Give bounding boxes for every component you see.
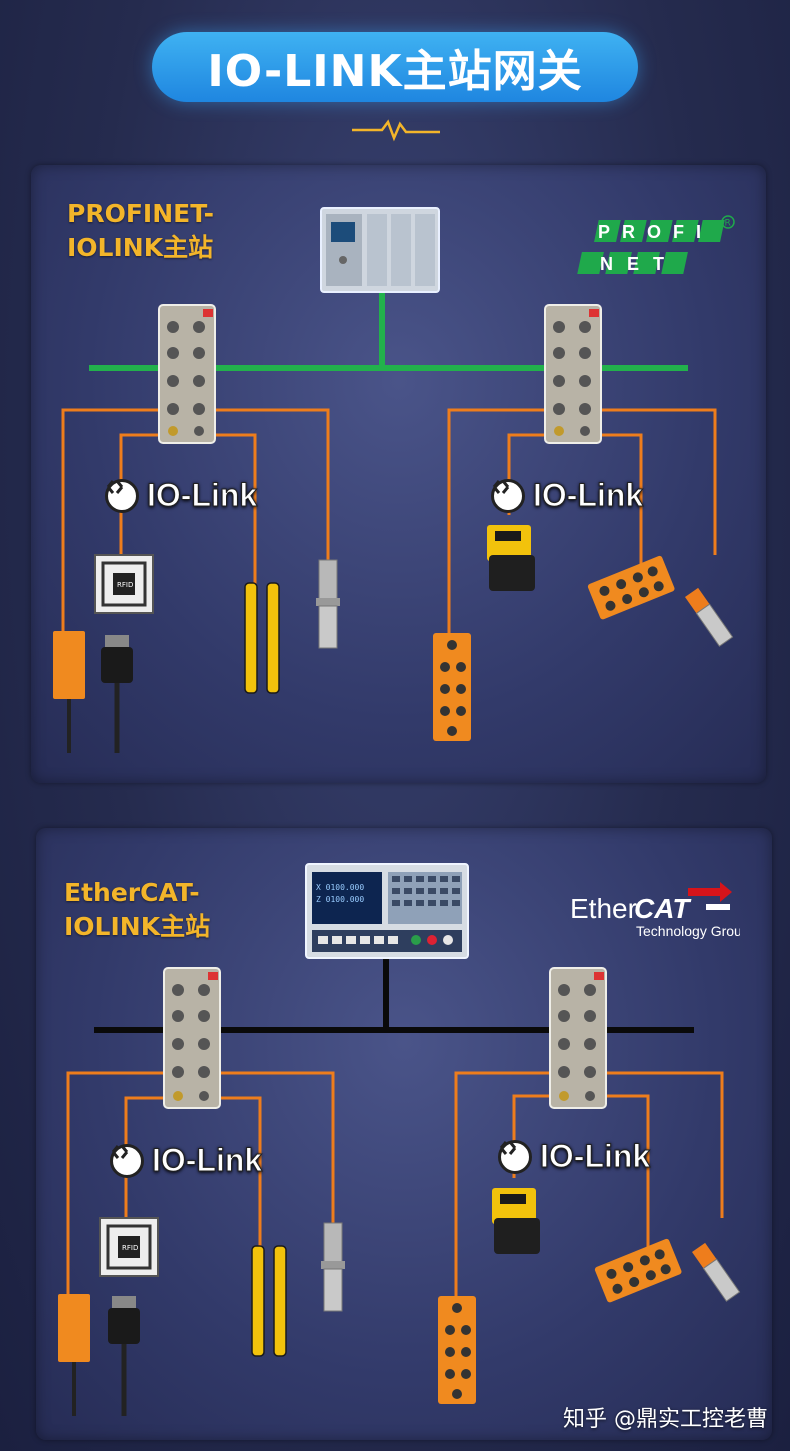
io-link-icon	[498, 1139, 532, 1174]
photoelectric-sensor	[53, 631, 85, 753]
io-link-hub-vertical	[438, 1296, 476, 1404]
io-link-icon	[110, 1143, 144, 1178]
safety-light-curtain	[244, 582, 280, 694]
rfid-tag: RFID	[94, 554, 154, 614]
laser-scanner	[492, 1188, 540, 1254]
plc-controller	[320, 207, 440, 293]
m12-connector	[101, 635, 133, 753]
profinet-network-diagram: RFID	[53, 207, 734, 753]
ethercat-logo-text: Ether	[570, 893, 637, 924]
io-link-badge-right: IO-Link	[498, 1138, 651, 1175]
safety-light-curtain	[251, 1245, 287, 1357]
io-link-badge-right: IO-Link	[491, 477, 644, 514]
page-title: IO-LINK主站网关	[152, 32, 638, 102]
io-link-icon	[105, 478, 139, 513]
ethercat-logo: Ether CAT Technology Group	[570, 880, 750, 948]
svg-text:RFID: RFID	[122, 1244, 138, 1252]
svg-text:Z 0100.000: Z 0100.000	[316, 895, 364, 904]
profinet-logo: PROFI NET R	[574, 214, 736, 288]
ethercat-iolink-master-left	[163, 967, 221, 1109]
inductive-proximity-sensor	[321, 1222, 345, 1312]
inductive-sensor-angled	[692, 1242, 741, 1302]
profinet-logo-bottom: NET	[600, 254, 678, 274]
profinet-master-label: PROFINET- IOLINK主站	[67, 199, 214, 262]
profinet-iolink-master-left	[158, 304, 216, 444]
profinet-logo-top: PROFI	[598, 222, 713, 242]
photoelectric-sensor	[58, 1294, 90, 1416]
inductive-sensor-angled	[685, 587, 734, 647]
io-link-hub-vertical	[433, 633, 471, 741]
ethercat-network-diagram: X 0100.000 Z 0100.000	[58, 863, 741, 1416]
inductive-proximity-sensor	[316, 559, 340, 649]
ethercat-master-label: EtherCAT- IOLINK主站	[64, 878, 211, 941]
ethercat-iolink-master-right	[549, 967, 607, 1109]
io-link-icon	[491, 478, 525, 513]
io-link-hub-angled	[587, 555, 675, 620]
left-master-cabling	[61, 408, 330, 635]
laser-scanner	[487, 525, 535, 591]
watermark: 知乎 @鼎实工控老曹	[563, 1407, 768, 1432]
svg-text:X 0100.000: X 0100.000	[316, 883, 364, 892]
ethercat-logo-sub: Technology Group	[636, 923, 740, 939]
cnc-controller: X 0100.000 Z 0100.000	[305, 863, 469, 959]
svg-text:R: R	[725, 219, 731, 229]
ethercat-logo-bold: CAT	[634, 893, 692, 924]
io-link-badge-left: IO-Link	[105, 477, 258, 514]
svg-text:RFID: RFID	[117, 581, 133, 589]
profinet-iolink-master-right	[544, 304, 602, 444]
m12-connector	[108, 1296, 140, 1416]
title-divider-ornament	[352, 119, 440, 142]
io-link-hub-angled	[594, 1238, 682, 1303]
rfid-tag: RFID	[99, 1217, 159, 1277]
io-link-badge-left: IO-Link	[110, 1142, 263, 1179]
ethercat-panel: X 0100.000 Z 0100.000	[36, 828, 772, 1440]
